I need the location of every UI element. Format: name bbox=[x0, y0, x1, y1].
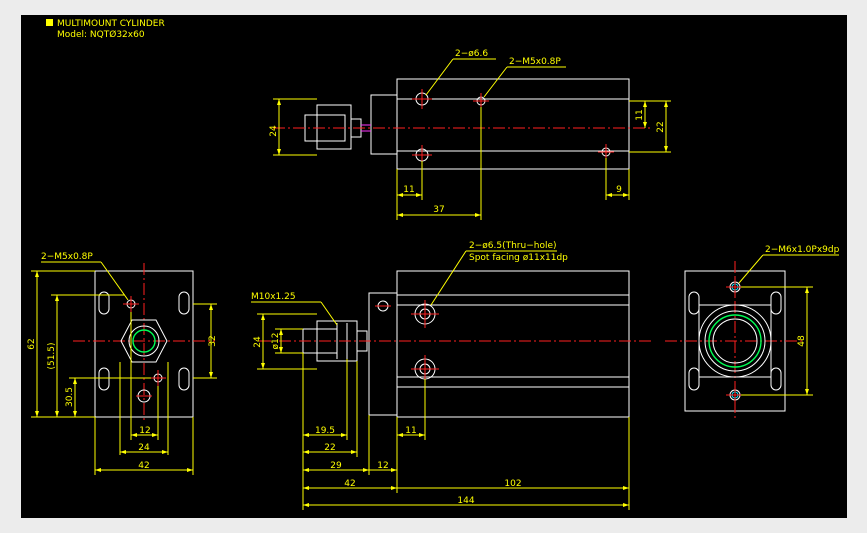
label-top-holes: 2−ø6.6 bbox=[455, 49, 488, 59]
left-end-view bbox=[31, 261, 217, 475]
drawing-title: MULTIMOUNT CYLINDER bbox=[57, 19, 165, 29]
dim-left-62: 62 bbox=[27, 338, 37, 349]
top-thread-2 bbox=[598, 144, 614, 160]
label-top-thread: 2−M5x0.8P bbox=[509, 57, 561, 67]
dim-front-29: 29 bbox=[330, 461, 342, 471]
top-hole-1 bbox=[412, 89, 432, 109]
dim-front-24: 24 bbox=[253, 336, 263, 348]
dim-front-11: 11 bbox=[405, 426, 416, 436]
label-front-spot: Spot facing ø11x11dp bbox=[469, 253, 568, 263]
dim-front-19-5: 19.5 bbox=[315, 426, 335, 436]
dim-top-9: 9 bbox=[616, 185, 622, 195]
dim-left-30-5: 30.5 bbox=[65, 387, 75, 407]
dim-left-24: 24 bbox=[138, 443, 150, 453]
left-thread-1 bbox=[123, 296, 139, 312]
dim-top-11-h: 11 bbox=[403, 185, 414, 195]
drawing-canvas: MULTIMOUNT CYLINDER Model: NQTØ32x60 bbox=[21, 15, 847, 518]
left-port bbox=[136, 389, 152, 403]
dim-left-12: 12 bbox=[139, 426, 150, 436]
label-left-thread: 2−M5x0.8P bbox=[41, 252, 93, 262]
cad-drawing: 2−ø6.6 2−M5x0.8P 2−M5x0.8P 2−ø6.5(Thru−h… bbox=[27, 49, 840, 510]
dim-front-102: 102 bbox=[504, 479, 521, 489]
dim-front-12: 12 bbox=[377, 461, 388, 471]
dim-left-32: 32 bbox=[208, 335, 218, 346]
dim-top-24: 24 bbox=[269, 125, 279, 137]
dim-front-144: 144 bbox=[457, 496, 474, 506]
front-port bbox=[375, 300, 391, 312]
dim-top-11-v: 11 bbox=[635, 109, 645, 120]
dim-front-42: 42 bbox=[344, 479, 355, 489]
label-rod-thread: M10x1.25 bbox=[251, 292, 296, 302]
front-view bbox=[251, 250, 651, 510]
top-thread-1 bbox=[473, 93, 489, 109]
dim-left-42: 42 bbox=[138, 461, 149, 471]
drawing-model: Model: NQTØ32x60 bbox=[57, 30, 145, 40]
dim-top-37: 37 bbox=[433, 205, 444, 215]
dim-top-22: 22 bbox=[656, 121, 666, 132]
arrowheads bbox=[35, 99, 809, 507]
dim-right-48: 48 bbox=[797, 335, 807, 347]
left-thread-2 bbox=[150, 370, 166, 386]
dim-left-51-5: (51.5) bbox=[47, 342, 57, 369]
label-right-thread: 2−M6x1.0Px9dp bbox=[765, 245, 840, 255]
front-hole-1 bbox=[411, 300, 439, 328]
label-front-holes: 2−ø6.5(Thru−hole) bbox=[469, 241, 557, 251]
front-hole-2 bbox=[411, 355, 439, 383]
dim-front-dia12: ø12 bbox=[271, 333, 281, 350]
dim-front-22: 22 bbox=[324, 443, 335, 453]
right-end-view bbox=[665, 254, 839, 421]
title-marker bbox=[46, 19, 53, 26]
top-view bbox=[273, 58, 671, 220]
